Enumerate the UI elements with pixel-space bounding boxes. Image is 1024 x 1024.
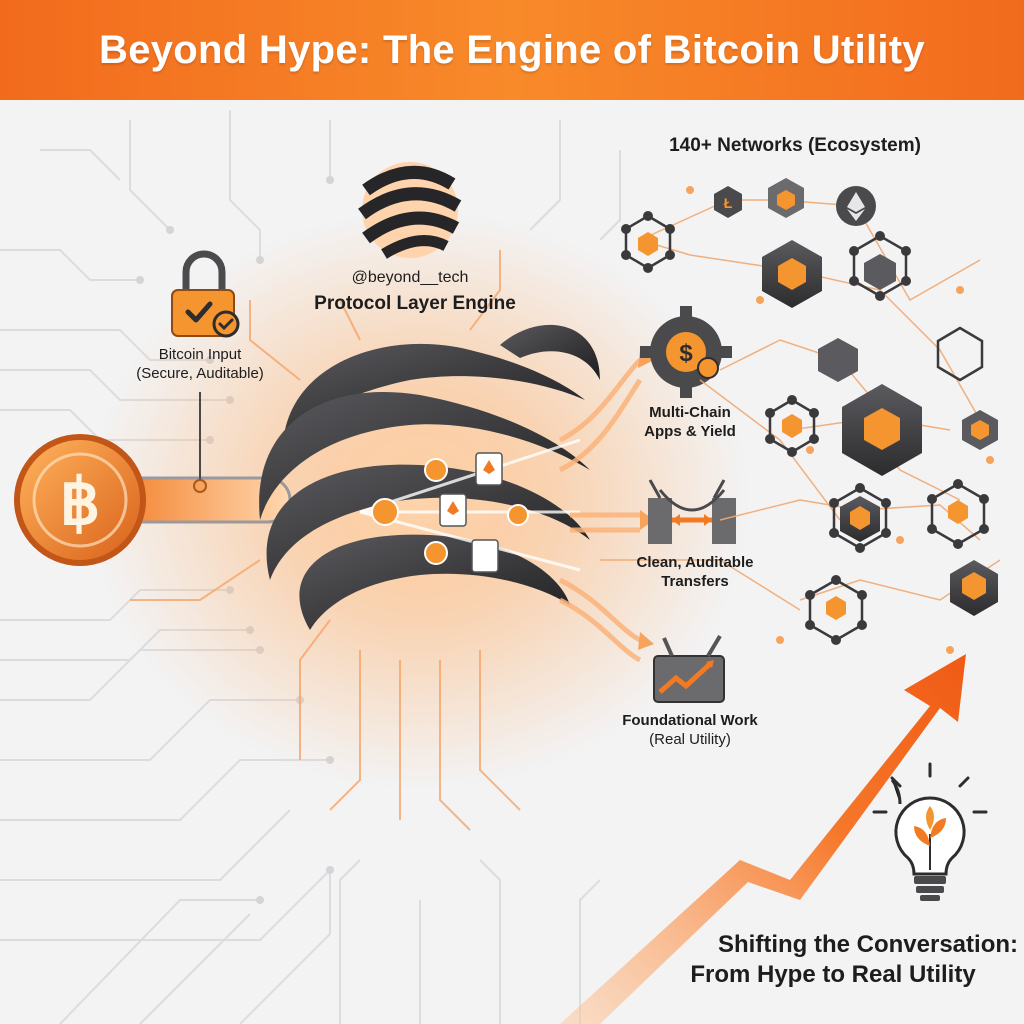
ecosystem-network: Ł — [600, 178, 1001, 654]
growth-arrow — [560, 654, 966, 1024]
engine-traces — [130, 250, 521, 831]
bridge-icon — [648, 479, 736, 544]
token-flow — [359, 438, 581, 573]
conclusion-line1: Shifting the Conversation: — [718, 931, 1018, 958]
output-apps-yield: Multi-Chain Apps & Yield — [620, 404, 760, 442]
svg-text:Ł: Ł — [724, 195, 733, 211]
output-foundational-line1: Foundational Work — [622, 712, 758, 729]
output-flows — [558, 358, 643, 663]
circuit-traces — [0, 110, 621, 1024]
header-banner: Beyond Hype: The Engine of Bitcoin Utili… — [0, 0, 1024, 100]
gear-dollar-icon: $ — [640, 306, 732, 398]
bitcoin-coin-icon: ฿ — [14, 434, 146, 566]
infographic-canvas: ฿ — [0, 110, 1001, 1024]
protocol-engine-swirl — [259, 324, 600, 630]
conclusion-text: Shifting the Conversation: From Hype to … — [648, 930, 1018, 990]
input-label: Bitcoin Input (Secure, Auditable) — [110, 346, 290, 384]
engine-handle-text: @beyond__tech — [351, 269, 469, 286]
engine-name-text: Protocol Layer Engine — [314, 293, 516, 314]
output-foundational-line2: (Real Utility) — [649, 730, 731, 748]
engine-handle: @beyond__tech — [300, 268, 520, 288]
toolbox-chart-icon — [653, 634, 725, 703]
swirl-logo-icon — [358, 162, 462, 259]
input-title: Bitcoin Input — [158, 346, 242, 363]
output-foundational: Foundational Work (Real Utility) — [600, 712, 780, 750]
svg-text:$: $ — [679, 340, 693, 367]
ecosystem-title: 140+ Networks (Ecosystem) — [630, 134, 960, 158]
svg-text:฿: ฿ — [60, 466, 101, 538]
engine-name: Protocol Layer Engine — [290, 292, 540, 316]
output-apps-line1: Multi-Chain — [649, 404, 731, 421]
eth-icon — [836, 186, 876, 226]
output-transfers-line2: Transfers — [661, 572, 729, 590]
lightbulb-sprout-icon — [872, 762, 988, 901]
page-title: Beyond Hype: The Engine of Bitcoin Utili… — [99, 27, 925, 72]
output-transfers: Clean, Auditable Transfers — [610, 554, 780, 592]
conclusion-line2: From Hype to Real Utility — [690, 961, 976, 988]
input-subtitle: (Secure, Auditable) — [136, 364, 264, 382]
ecosystem-title-text: 140+ Networks (Ecosystem) — [669, 135, 921, 156]
output-apps-line2: Apps & Yield — [644, 422, 736, 440]
output-transfers-line1: Clean, Auditable — [636, 554, 754, 571]
padlock-check-icon — [171, 250, 240, 338]
